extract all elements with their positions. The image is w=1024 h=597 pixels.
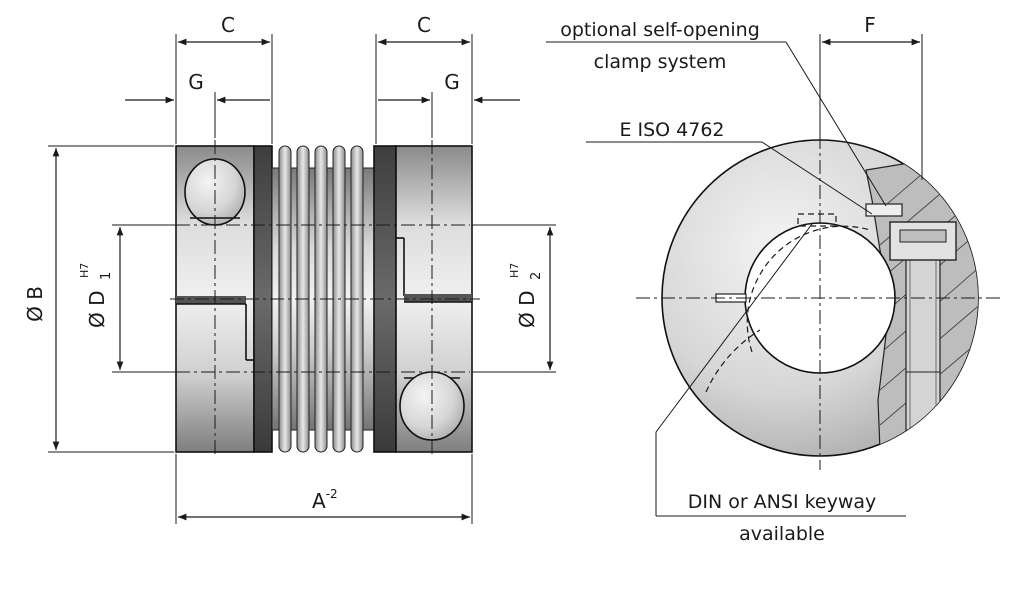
left-hub-slot	[176, 296, 246, 304]
dim-d2: Ø D	[515, 291, 539, 329]
dim-g-left: G	[188, 70, 204, 94]
dim-c-left: C	[221, 13, 235, 37]
right-screw-hole	[399, 371, 465, 441]
dim-d2-sub: 2	[529, 272, 544, 280]
clamp-screw	[905, 249, 941, 431]
end-view: F optional self-opening clamp system E I…	[546, 13, 1000, 545]
dim-d2-sup: H7	[508, 263, 521, 278]
dim-a: A-2	[312, 487, 338, 513]
dim-f: F	[864, 13, 876, 37]
dim-b: Ø B	[23, 286, 47, 322]
screw-label: E ISO 4762	[619, 119, 724, 141]
side-view: C C G G Ø B Ø D 1 H7	[23, 13, 556, 524]
clamp-system-label-1: optional self-opening	[560, 19, 760, 41]
dim-d1-sup: H7	[78, 263, 91, 278]
clamp-system-label-2: clamp system	[594, 51, 727, 73]
dim-d1: Ø D	[85, 291, 109, 329]
dim-g-right: G	[444, 70, 460, 94]
dim-c-right: C	[417, 13, 431, 37]
keyway-label-2: available	[739, 523, 825, 545]
keyway-hidden	[797, 213, 837, 227]
dim-d1-sub: 1	[99, 272, 114, 280]
keyway-label-1: DIN or ANSI keyway	[688, 491, 877, 513]
